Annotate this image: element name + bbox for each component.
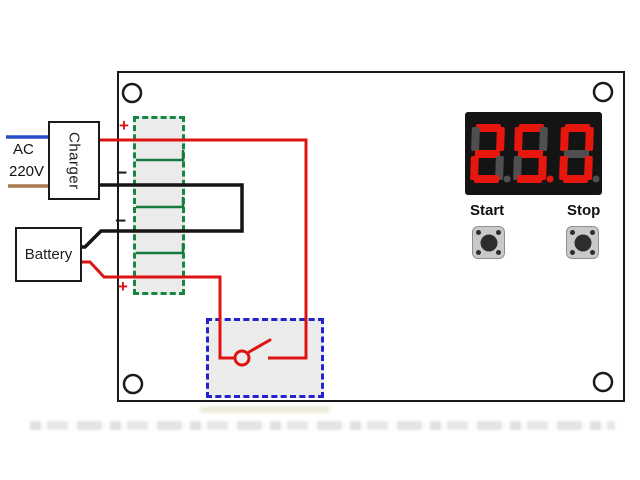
start-label: Start [470,202,505,219]
stop-button[interactable] [566,226,599,259]
color-smudge [200,407,330,412]
charger-box: Charger [48,121,100,200]
terminal-minus-label: − [115,211,127,232]
terminal-block [133,116,185,295]
button-cap [574,234,591,251]
button-pin [496,250,501,255]
start-button[interactable] [472,226,505,259]
button-pin [590,250,595,255]
button-pin [570,250,575,255]
button-pin [476,230,481,235]
button-cap [480,234,497,251]
battery-label: Battery [24,246,73,263]
display-digits [470,124,600,183]
charger-label: Charger [65,131,83,190]
relay-zone [206,318,324,398]
voltage-label: 220V [9,163,45,180]
battery-box: Battery [15,227,82,282]
ac-label: AC [13,141,34,158]
terminal-plus-label: + [119,116,129,135]
terminal-plus-label: + [118,277,128,296]
button-pin [570,230,575,235]
watermark-text [30,421,615,430]
button-pin [590,230,595,235]
terminal-minus-label: − [116,163,128,184]
seven-segment-display [465,112,602,195]
button-pin [496,230,501,235]
stop-label: Stop [567,202,601,219]
button-pin [476,250,481,255]
